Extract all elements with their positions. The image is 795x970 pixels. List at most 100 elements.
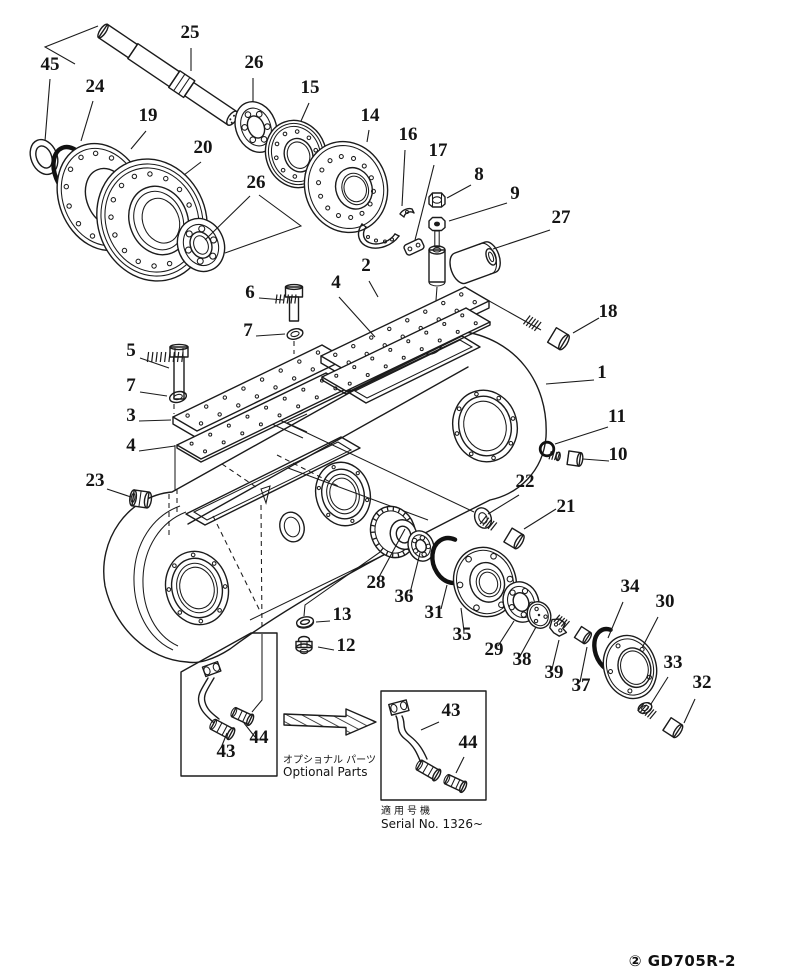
callout-3-22: 3 <box>126 405 136 426</box>
callout-2-14: 2 <box>361 255 371 276</box>
part-18-bolt <box>522 315 570 351</box>
serial-box <box>380 690 487 801</box>
callout-34-37: 34 <box>621 576 641 597</box>
part-7-lock-washer-right <box>286 328 304 340</box>
part-11-o-ring <box>538 440 556 458</box>
part-32-bolt <box>637 702 684 739</box>
part-1-tandem-housing <box>103 330 547 664</box>
part-37-bolt <box>553 614 593 645</box>
callout-14-7: 14 <box>361 105 381 126</box>
callout-6-16: 6 <box>245 282 255 303</box>
callout-33-39: 33 <box>664 652 683 673</box>
part-45-seal-ring <box>29 138 59 176</box>
callout-7-20: 7 <box>126 375 136 396</box>
callout-27-12: 27 <box>552 207 572 228</box>
housing-small-hole <box>279 511 305 543</box>
part-16-retainer-ring <box>357 207 415 249</box>
callout-29-33: 29 <box>485 639 504 660</box>
part-23-plug <box>129 489 153 509</box>
construction-lines <box>43 25 542 713</box>
callout-16-8: 16 <box>399 124 418 145</box>
callout-12-42: 12 <box>337 635 356 656</box>
callout-1-21: 1 <box>597 362 607 383</box>
part-6-bolt <box>275 283 304 322</box>
part-7-lock-washer-left <box>168 390 188 404</box>
callout-4-15: 4 <box>331 272 341 293</box>
callout-19-2: 19 <box>139 105 158 126</box>
optional-parts-caption-en: Optional Parts <box>283 765 368 779</box>
part-10-plug <box>548 450 584 467</box>
callout-17-9: 17 <box>429 140 449 161</box>
callout-21-28: 21 <box>557 496 576 517</box>
callout-26-13: 26 <box>247 172 266 193</box>
callout-43-43: 43 <box>217 741 236 762</box>
part-17-clamp <box>403 238 425 256</box>
part-8-cap-nut <box>428 192 446 208</box>
callout-30-38: 30 <box>656 591 675 612</box>
callout-45-0: 45 <box>41 54 60 75</box>
housing-left-opening <box>164 550 230 626</box>
part-21-bolt <box>479 515 525 550</box>
callout-labels: 4524192025261514161789272624671857134111… <box>41 22 712 762</box>
breather-tube <box>428 245 446 287</box>
part-35-hub <box>452 546 518 618</box>
callout-35-32: 35 <box>453 624 472 645</box>
part-22-washer <box>473 507 493 529</box>
callout-23-26: 23 <box>86 470 105 491</box>
callout-25-4: 25 <box>181 22 200 43</box>
callout-31-31: 31 <box>425 602 444 623</box>
housing-middle-opening <box>314 461 372 527</box>
callout-32-40: 32 <box>693 672 712 693</box>
callout-36-30: 36 <box>395 586 414 607</box>
part-39-lock-plate <box>549 618 568 637</box>
replace-arrow <box>283 708 377 736</box>
locating-screw <box>260 485 271 505</box>
part-12-plug <box>295 635 313 655</box>
part-30-cover-cap <box>602 634 658 700</box>
callout-44-46: 44 <box>459 732 479 753</box>
leader-lines <box>44 48 696 774</box>
callout-9-11: 9 <box>510 183 520 204</box>
housing-right-opening <box>452 389 518 463</box>
callout-37-36: 37 <box>572 675 592 696</box>
part-27-roller <box>449 241 501 285</box>
optional-parts-box <box>180 632 278 777</box>
callout-8-10: 8 <box>474 164 484 185</box>
serial-caption-jp: 適用号機 <box>381 804 433 817</box>
breather-stud <box>434 230 440 248</box>
part-44-fitting-optional <box>230 706 255 727</box>
callout-43-45: 43 <box>442 700 461 721</box>
callout-38-34: 38 <box>513 649 532 670</box>
callout-4-23: 4 <box>126 435 136 456</box>
optional-parts-caption-jp: オプショナル パーツ <box>283 754 376 766</box>
callout-24-1: 24 <box>86 76 106 97</box>
callout-22-27: 22 <box>516 471 535 492</box>
callout-20-3: 20 <box>194 137 213 158</box>
callout-13-41: 13 <box>333 604 352 625</box>
part-14-brake-drum <box>303 140 389 234</box>
part-25-drive-shaft <box>97 23 239 126</box>
callout-11-24: 11 <box>608 406 626 427</box>
callout-15-6: 15 <box>301 77 320 98</box>
part-5-bolt <box>146 343 189 400</box>
callout-44-44: 44 <box>250 727 270 748</box>
callout-10-25: 10 <box>609 444 628 465</box>
part-43-pipe-serial <box>388 699 442 782</box>
housing-left-rim <box>185 436 361 526</box>
part-13-washer <box>295 616 315 629</box>
callout-26-5: 26 <box>245 52 264 73</box>
part-9-nut <box>428 216 446 232</box>
part-44-fitting-serial <box>443 773 468 794</box>
housing-right-rim <box>347 335 481 404</box>
callout-39-35: 39 <box>545 662 564 683</box>
callout-5-19: 5 <box>126 340 136 361</box>
serial-caption-en: Serial No. 1326~ <box>381 817 483 831</box>
callout-28-29: 28 <box>367 572 386 593</box>
page-code: ② GD705R-2 <box>629 952 736 970</box>
part-43-pipe-optional <box>197 660 236 741</box>
part-36-bearing <box>407 530 435 562</box>
callout-7-17: 7 <box>243 320 253 341</box>
part-4-gasket-right <box>321 307 491 395</box>
